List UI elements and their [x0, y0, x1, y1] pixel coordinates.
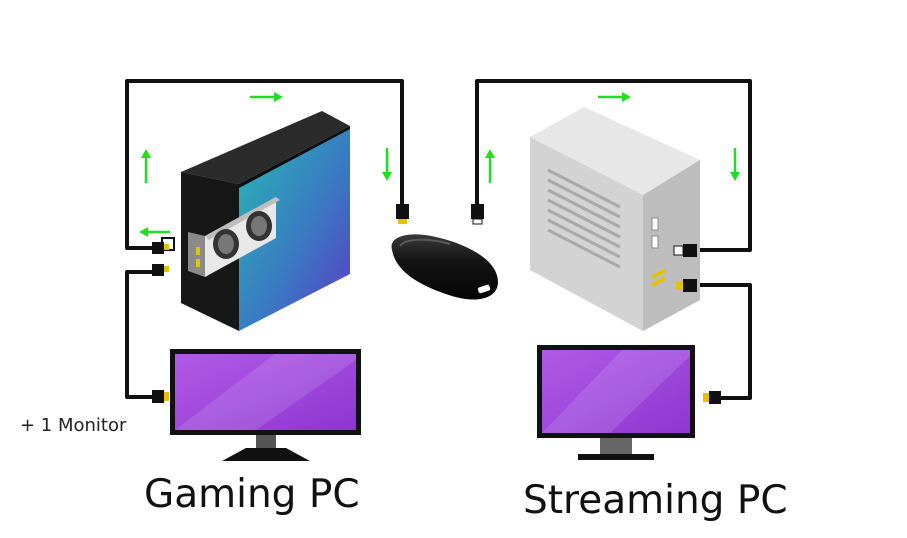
- streaming-pc-label: Streaming PC: [523, 478, 788, 523]
- streaming-pc-top: [530, 107, 700, 195]
- cable-capture-to-streaming: [475, 79, 752, 252]
- arrow-left-icon: [139, 227, 170, 237]
- capture-input-plug: [396, 204, 409, 219]
- streaming-monitor-icon: [537, 345, 721, 460]
- gaming-monitor-icon: [152, 349, 361, 461]
- gaming-pc-icon: [152, 111, 350, 331]
- extra-monitor-label: + 1 Monitor: [20, 415, 127, 436]
- arrow-right-icon: [250, 92, 283, 102]
- capture-card-icon: [391, 204, 498, 300]
- cable-streaming-to-monitor: [683, 283, 752, 400]
- arrow-up-icon: [141, 149, 151, 183]
- cables: [125, 79, 752, 400]
- arrow-up-icon: [485, 149, 495, 183]
- arrow-down-icon: [730, 148, 740, 181]
- gaming-pc-top: [181, 111, 350, 184]
- gaming-pc-label: Gaming PC: [144, 472, 360, 517]
- streaming-pc-icon: [530, 107, 700, 331]
- capture-output-plug: [471, 204, 484, 219]
- arrow-down-icon: [382, 148, 392, 181]
- cable-gaming-to-monitor: [125, 270, 163, 399]
- arrow-right-icon: [598, 92, 631, 102]
- arrows: [139, 92, 740, 237]
- vent-slots: [547, 168, 621, 269]
- graphics-card-icon: [188, 197, 280, 277]
- cable-gaming-to-capture: [125, 79, 404, 250]
- gaming-pc-side-panel: [239, 126, 350, 331]
